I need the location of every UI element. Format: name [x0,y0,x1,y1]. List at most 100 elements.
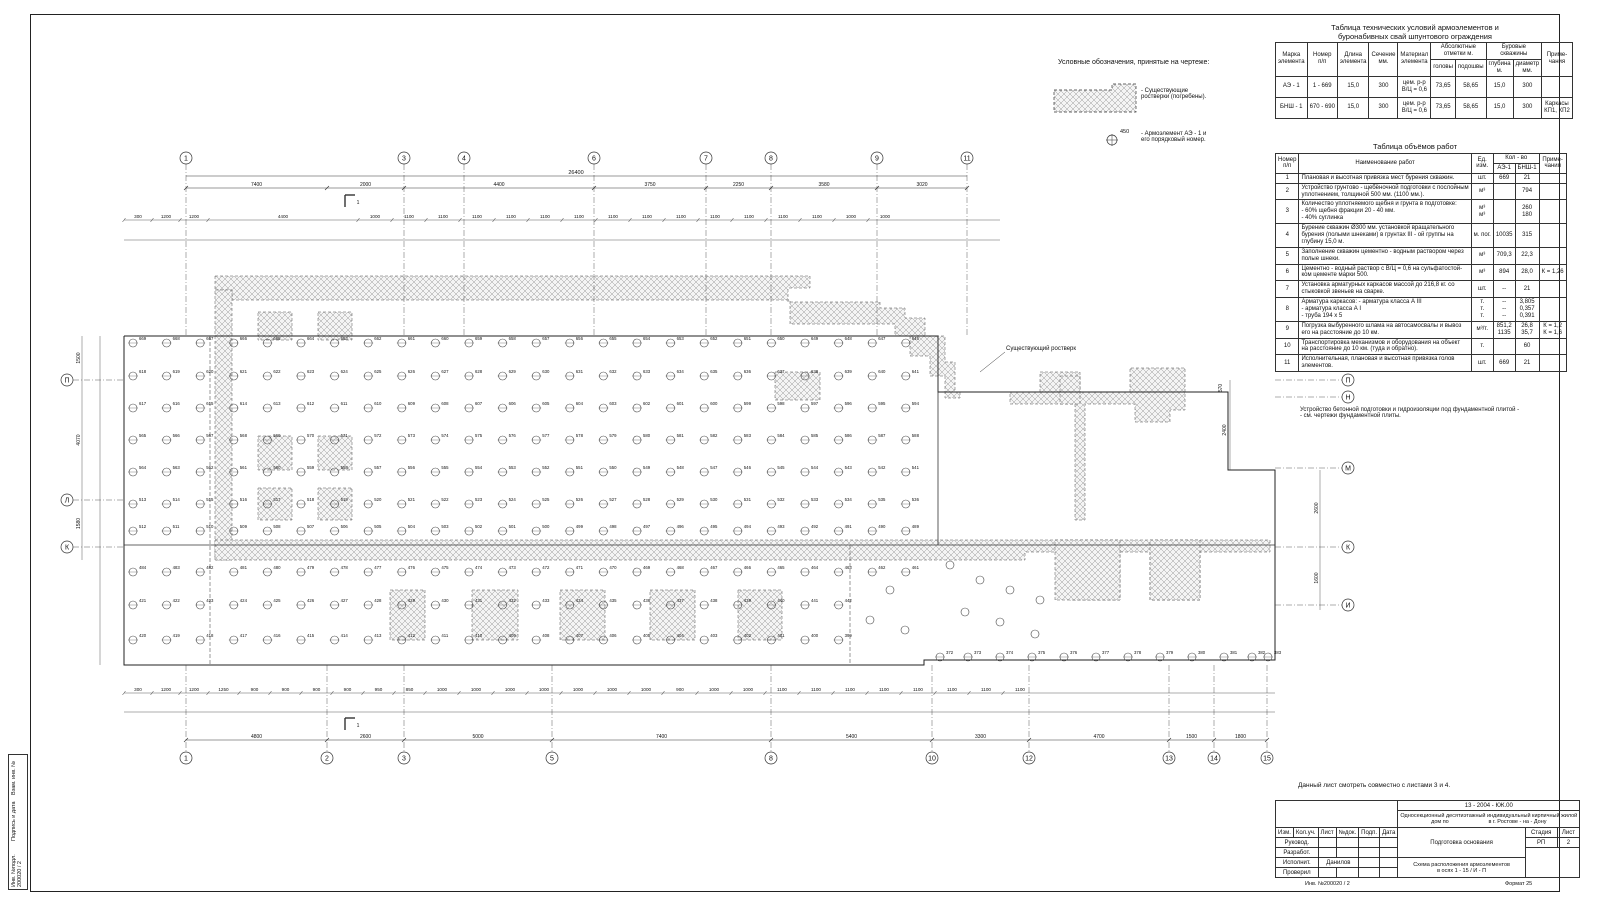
concrete-note: Устройство бетонной подготовки и гидроиз… [1300,407,1520,419]
pile-number: 623 [307,369,315,374]
pile-number: 402 [744,633,752,638]
axis-label-П: П [1345,378,1350,385]
pile-number: 607 [475,401,483,406]
building-outline [123,335,1276,666]
pile-number: 428 [374,598,382,603]
volume-cell: м³ м³ [1470,199,1494,225]
volume-cell: 260 180 [1514,199,1540,225]
volume-cell: 4 [1274,223,1300,248]
dim-tick [768,185,774,191]
pile-number: 516 [240,497,248,502]
dim-sub-bottom: 1000 [505,687,516,692]
axis-bubble-15 [1260,751,1274,765]
volume-cell: Плановая и высотная привязка мест бурени… [1298,172,1472,184]
pile-number: 575 [475,433,483,438]
volume-cell: т. т. т. [1470,297,1494,322]
dim-sub-top: 300 [134,214,142,219]
tech-header: Сечение мм. [1368,42,1399,77]
tech-cell: 15,0 [1485,75,1514,98]
pile-number: 543 [845,465,853,470]
axis-bubble-12 [1022,751,1036,765]
role: Руковод. [1275,837,1319,848]
tech-cell: 73,65 [1430,75,1456,98]
dim-top: 4400 [493,182,504,188]
pile-number: 512 [139,524,147,529]
tech-header: Длина элемента [1336,42,1370,77]
executor-name: Данилов [1317,857,1360,868]
pile-number: 556 [408,465,416,470]
dim-top: 2250 [733,182,744,188]
pile-number: 633 [643,369,651,374]
pile-number: 622 [273,369,281,374]
dim-bottom: 5000 [472,734,483,740]
dim-tick [356,217,360,223]
dim-tick [831,690,835,696]
existing-grillage [774,371,821,401]
pile-circle [995,617,1005,627]
volume-cell: 22,3 [1514,246,1540,265]
pile-number: 608 [441,401,449,406]
pile-number: 440 [777,598,785,603]
pile-number: 661 [408,336,416,341]
volume-cell: Бурение скважин Ø300 мм. установкой вращ… [1298,223,1472,248]
dim-sub-bottom: 900 [676,687,684,692]
dim-sub-top: 1100 [608,214,618,219]
volume-cell: 10 [1274,337,1300,356]
tech-cell: БНШ - 1 [1275,96,1308,119]
tech-header: Абсолютные отметки м. [1430,42,1487,60]
volume-header: Приме- чания [1538,153,1567,174]
volume-cell: Установка арматурных каркасов массой до … [1298,280,1472,299]
dim-sub-bottom: 1250 [218,687,229,692]
stamp-col-header: Лист [1317,827,1337,838]
pile-number: 598 [777,401,785,406]
pile-number: 461 [912,565,920,570]
pile-number: 595 [878,401,886,406]
pile-number: 541 [912,465,920,470]
dim-tick [661,690,665,696]
pile-number: 416 [273,633,281,638]
pile-number: 442 [845,598,853,603]
volume-cell [1538,297,1567,322]
axis-label-8: 8 [769,156,773,163]
pile-number: 597 [811,401,819,406]
pile-circle [1005,585,1015,595]
pile-number: 634 [677,369,685,374]
pile-number: 554 [475,465,483,470]
volume-header: Кол - во [1492,153,1540,164]
tech-cell: АЭ - 1 [1275,75,1308,98]
pile-number: 374 [1006,650,1014,655]
dim-tick [695,690,699,696]
pile-number: 407 [576,633,584,638]
pile-number: 648 [845,336,853,341]
doc-code: 13 - 2004 - КЖ.00 [1397,800,1581,811]
pile-number: 528 [643,497,651,502]
pile-number: 663 [341,336,349,341]
pile-number: 475 [441,565,449,570]
pile-number: 466 [744,565,752,570]
pile-number: 646 [912,336,920,341]
pile-number: 596 [845,401,853,406]
pile-number: 660 [441,336,449,341]
pile-number: 601 [677,401,685,406]
pile-number: 507 [307,524,315,529]
pile-number: 479 [307,565,315,570]
dim-sub-top: 1100 [540,214,550,219]
volume-cell: 2 [1274,182,1300,201]
stage-header: Стадия [1524,827,1558,838]
pile-number: 619 [173,369,181,374]
axis-label-3: 3 [402,156,406,163]
stamp-col-header: Изм. [1275,827,1294,838]
volume-cell: шт. [1470,280,1494,299]
pile-number: 610 [374,401,382,406]
existing-grillage [214,289,233,561]
dim-top: 3020 [916,182,927,188]
dim-sub-bottom: 1100 [811,687,821,692]
volume-cell: м³ [1470,246,1494,265]
stamp-col-header: №док. [1335,827,1360,838]
pile-number: 496 [677,524,685,529]
leader-line [979,351,1006,373]
dim-top: 3750 [644,182,655,188]
pile-number: 599 [744,401,752,406]
dim-sub-bottom: 900 [313,687,321,692]
pile-number: 630 [542,369,550,374]
